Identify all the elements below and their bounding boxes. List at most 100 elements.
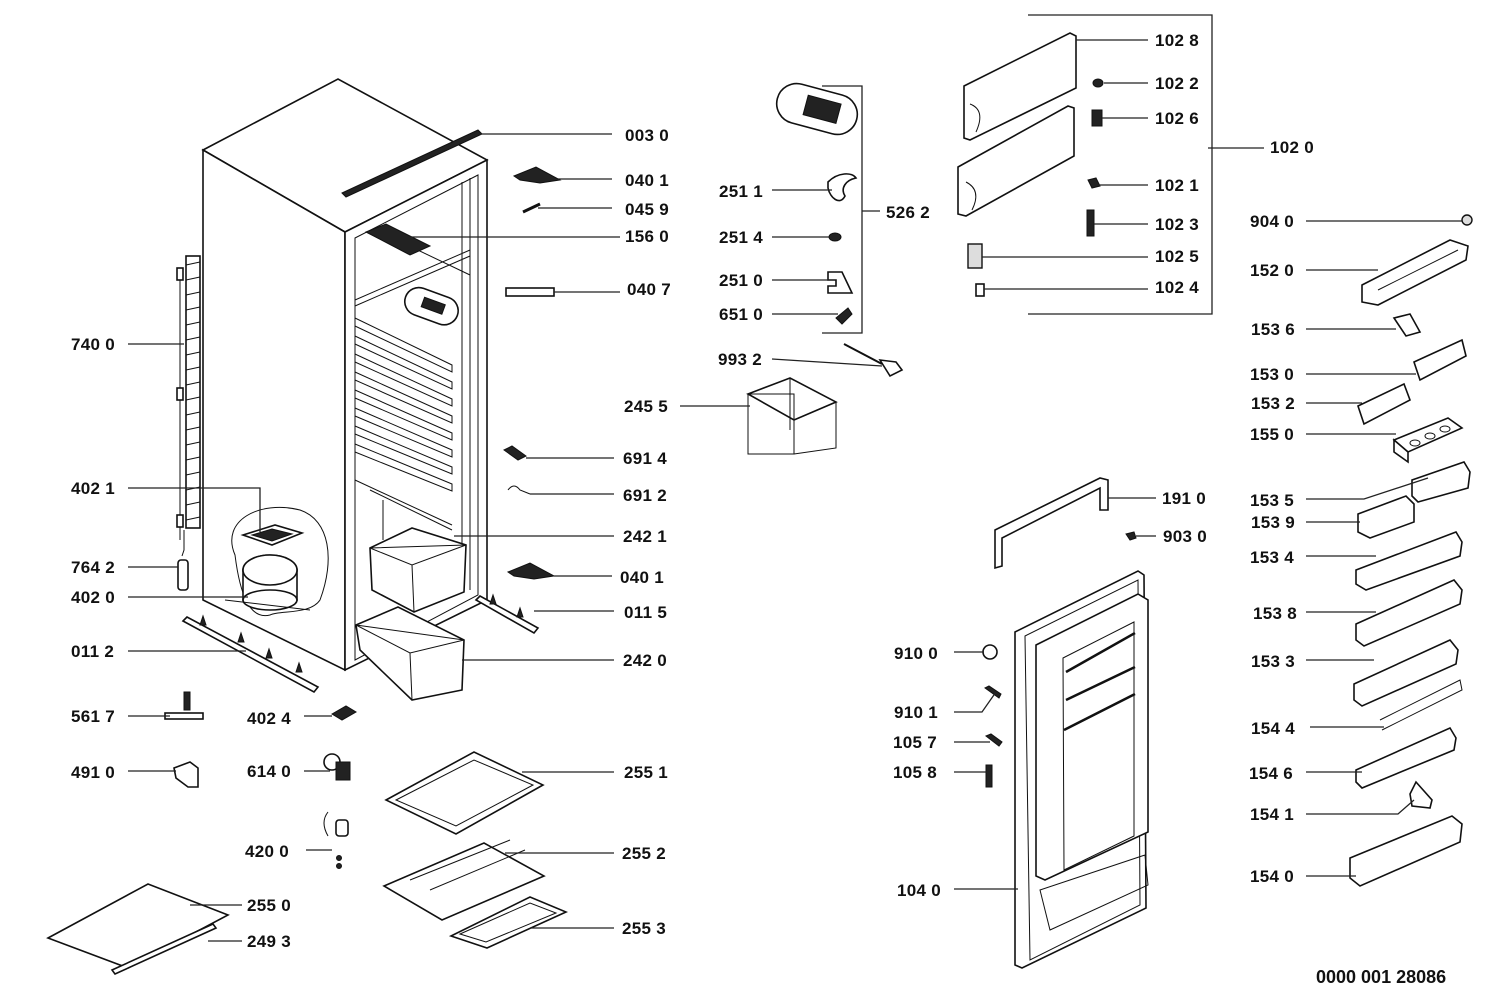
freezer-door-lower bbox=[957, 105, 1075, 217]
callout-242-1: 242 1 bbox=[623, 527, 668, 546]
callout-011-2: 011 2 bbox=[71, 642, 115, 661]
callout-614-0: 614 0 bbox=[247, 762, 292, 781]
callout-245-5: 245 5 bbox=[624, 397, 669, 416]
callout-153-9: 153 9 bbox=[1251, 513, 1296, 532]
shelf-255-3 bbox=[448, 896, 569, 949]
callout-561-7: 561 7 bbox=[71, 707, 116, 726]
rail-right-part bbox=[474, 593, 540, 635]
bracket-040-7 bbox=[505, 287, 555, 297]
callout-420-0: 420 0 bbox=[245, 842, 290, 861]
part-102-2 bbox=[1092, 78, 1104, 88]
lamp-cable-993-2 bbox=[843, 343, 904, 378]
rail-left-part bbox=[181, 614, 320, 694]
callout-153-2: 153 2 bbox=[1251, 394, 1296, 413]
callout-104-0: 104 0 bbox=[897, 881, 942, 900]
callout-251-1: 251 1 bbox=[719, 182, 764, 201]
fridge-door-104-0 bbox=[1014, 570, 1149, 969]
part-153-2 bbox=[1357, 382, 1411, 426]
callout-491-0: 491 0 bbox=[71, 763, 116, 782]
callout-153-5: 153 5 bbox=[1250, 491, 1295, 510]
thermostat-housing-inner bbox=[403, 286, 459, 326]
callout-251-0: 251 0 bbox=[719, 271, 764, 290]
callout-910-0: 910 0 bbox=[894, 644, 939, 663]
bin-153-5 bbox=[1411, 461, 1471, 503]
dryer-filter-part bbox=[177, 559, 189, 591]
callout-153-8: 153 8 bbox=[1253, 604, 1298, 623]
callout-102-3: 102 3 bbox=[1155, 215, 1200, 234]
callout-910-1: 910 1 bbox=[894, 703, 939, 722]
callout-903-0: 903 0 bbox=[1163, 527, 1208, 546]
lamp-651-0 bbox=[835, 307, 853, 325]
callout-255-3: 255 3 bbox=[622, 919, 667, 938]
thermostat-housing-526 bbox=[775, 82, 859, 136]
part-153-6 bbox=[1392, 313, 1422, 337]
egg-tray-155-0 bbox=[1392, 417, 1464, 464]
cover-491-0 bbox=[173, 761, 199, 788]
callout-102-4: 102 4 bbox=[1155, 278, 1200, 297]
callout-993-2: 993 2 bbox=[718, 350, 763, 369]
callout-740-0: 740 0 bbox=[71, 335, 116, 354]
part-105-8 bbox=[985, 764, 993, 788]
bin-153-3 bbox=[1353, 639, 1459, 707]
callout-155-0: 155 0 bbox=[1250, 425, 1295, 444]
part-153-0 bbox=[1413, 338, 1467, 382]
callout-691-4: 691 4 bbox=[623, 449, 668, 468]
callout-003-0: 003 0 bbox=[625, 126, 670, 145]
glass-plate-255-0 bbox=[46, 883, 230, 969]
strip-249-3 bbox=[110, 923, 218, 975]
freezer-door-upper-102-8 bbox=[963, 32, 1077, 141]
hinge-040-1-upper bbox=[512, 166, 562, 184]
callout-040-1-upper: 040 1 bbox=[625, 171, 670, 190]
callout-102-1: 102 1 bbox=[1155, 176, 1200, 195]
callout-105-7: 105 7 bbox=[893, 733, 938, 752]
hinge-040-1-lower bbox=[506, 562, 556, 580]
compressor-part bbox=[224, 506, 329, 617]
callout-242-0: 242 0 bbox=[623, 651, 668, 670]
callout-255-1: 255 1 bbox=[624, 763, 669, 782]
washer-251-4 bbox=[828, 232, 842, 242]
bin-153-4 bbox=[1355, 531, 1463, 591]
callout-402-4: 402 4 bbox=[247, 709, 292, 728]
leader-lines bbox=[128, 14, 1462, 942]
gasket-191-0 bbox=[994, 477, 1109, 570]
pin-045-9 bbox=[522, 202, 541, 214]
condenser-part bbox=[176, 255, 201, 557]
callout-040-7: 040 7 bbox=[627, 280, 672, 299]
callout-154-6: 154 6 bbox=[1249, 764, 1294, 783]
clip-691-2 bbox=[507, 485, 531, 495]
crisper-upper-part bbox=[369, 527, 467, 613]
part-102-5 bbox=[967, 243, 983, 269]
part-102-4 bbox=[975, 283, 985, 297]
callout-255-0: 255 0 bbox=[247, 896, 292, 915]
shelf-rack-245-5 bbox=[746, 377, 838, 455]
callout-651-0: 651 0 bbox=[719, 305, 764, 324]
shelf-255-2 bbox=[382, 839, 546, 921]
callout-255-2: 255 2 bbox=[622, 844, 667, 863]
document-number: 0000 001 28086 bbox=[1316, 967, 1447, 987]
callout-154-4: 154 4 bbox=[1251, 719, 1296, 738]
part-154-1 bbox=[1409, 780, 1433, 809]
part-904-0 bbox=[1461, 214, 1473, 226]
capacitor-420-0 bbox=[323, 811, 349, 869]
bin-154-0 bbox=[1349, 815, 1463, 887]
callout-105-8: 105 8 bbox=[893, 763, 938, 782]
callout-102-8: 102 8 bbox=[1155, 31, 1200, 50]
callout-154-0: 154 0 bbox=[1250, 867, 1295, 886]
callout-764-2: 764 2 bbox=[71, 558, 116, 577]
callout-102-2: 102 2 bbox=[1155, 74, 1200, 93]
bin-153-8 bbox=[1355, 579, 1463, 647]
callout-102-0: 102 0 bbox=[1270, 138, 1315, 157]
bin-153-9 bbox=[1357, 495, 1415, 539]
callout-402-0: 402 0 bbox=[71, 588, 116, 607]
callout-045-9: 045 9 bbox=[625, 200, 670, 219]
callout-154-1: 154 1 bbox=[1250, 805, 1295, 824]
bin-154-6 bbox=[1355, 726, 1457, 789]
callout-011-5: 011 5 bbox=[624, 603, 668, 622]
shelf-255-1 bbox=[384, 751, 545, 835]
part-102-1 bbox=[1087, 177, 1101, 189]
callout-156-0: 156 0 bbox=[625, 227, 670, 246]
part-102-3 bbox=[1086, 209, 1095, 237]
screw-105-7 bbox=[984, 733, 1003, 747]
callout-040-1-lower: 040 1 bbox=[620, 568, 665, 587]
